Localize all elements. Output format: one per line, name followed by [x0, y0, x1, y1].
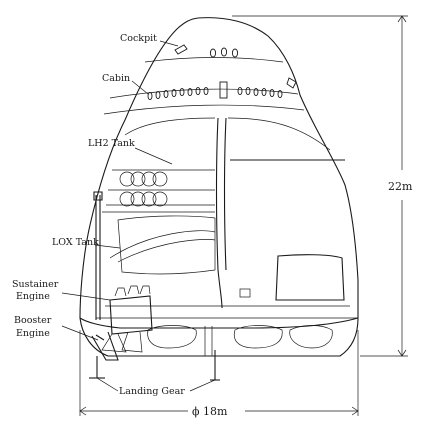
label-booster-line1: Booster: [14, 315, 52, 326]
lox-tank: [117, 215, 216, 275]
landing-gear: [89, 350, 220, 381]
height-dimension-label: 22m: [388, 180, 413, 193]
lower-bay-openings: [147, 325, 333, 356]
engine-cluster: [91, 285, 153, 361]
label-cockpit: Cockpit: [120, 33, 157, 44]
cockpit-windows: [174, 44, 239, 58]
label-landing-gear: Landing Gear: [119, 386, 185, 397]
hull-outline: [79, 17, 359, 357]
label-booster-line2: Engine: [16, 328, 50, 339]
diameter-dimension: [79, 330, 359, 416]
leader-lines: [61, 40, 216, 392]
label-sustainer-line2: Engine: [16, 291, 50, 302]
label-cabin: Cabin: [102, 73, 130, 84]
height-dimension: [232, 15, 408, 357]
internal-structure: [93, 117, 358, 320]
label-lh2-tank: LH2 Tank: [88, 138, 135, 149]
lh2-tank: [119, 171, 168, 207]
diameter-dimension-label: ϕ 18m: [192, 405, 228, 418]
label-sustainer-line1: Sustainer: [12, 279, 59, 290]
label-lox-tank: LOX Tank: [52, 237, 99, 248]
cabin-windows: [147, 77, 297, 101]
